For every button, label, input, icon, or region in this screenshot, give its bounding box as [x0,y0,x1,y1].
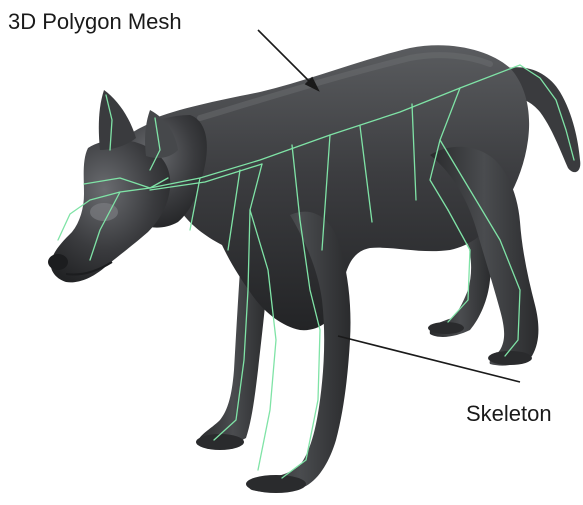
skeleton-label: Skeleton [466,402,552,426]
hind-far-paw [428,322,464,334]
front-far-paw [196,434,244,450]
mesh-leader-line [258,30,312,84]
snout-highlight [90,203,118,221]
front-near-paw [246,475,306,493]
hind-near-paw [488,351,532,365]
left-ear [99,90,136,150]
nose [48,254,68,270]
mesh-label: 3D Polygon Mesh [8,10,182,34]
